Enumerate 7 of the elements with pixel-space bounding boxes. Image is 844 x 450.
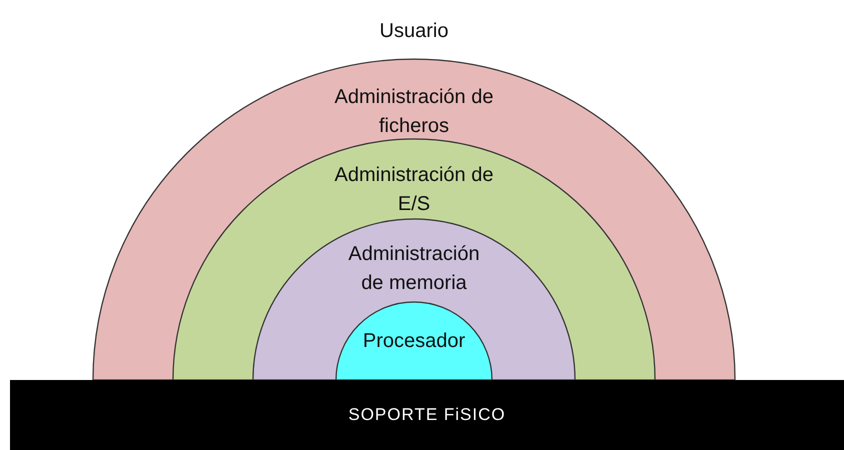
- layer-label: Procesador: [362, 329, 466, 354]
- user-label: Usuario: [378, 20, 450, 43]
- base-bar: [10, 380, 844, 450]
- layer-label: Administración de E/S: [334, 163, 494, 217]
- layer-label: Administración de memoria: [347, 242, 481, 296]
- layer-label: Administración de ficheros: [334, 85, 494, 139]
- base-label: SOPORTE FiSICO: [348, 405, 506, 425]
